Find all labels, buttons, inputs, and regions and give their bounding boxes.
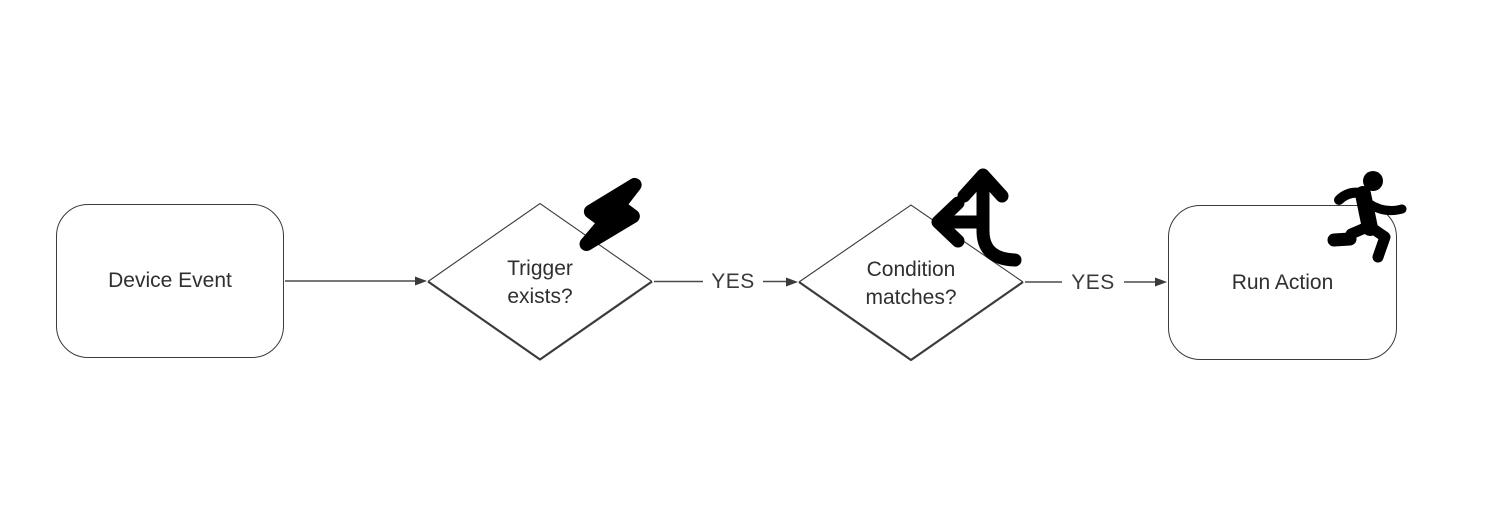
arrowhead-icon <box>786 277 798 287</box>
arrowhead-icon <box>1155 277 1167 287</box>
edge-label-yes-2: YES <box>1071 271 1115 294</box>
lightning-bolt-icon <box>579 177 642 252</box>
edge-device-event-to-trigger <box>285 276 427 286</box>
condition-matches-label: Condition matches? <box>865 258 957 309</box>
edge-label-yes-1: YES <box>711 270 755 293</box>
arrowhead-icon <box>415 276 427 286</box>
trigger-exists-label: Trigger exists? <box>507 257 573 308</box>
node-run-action: Run Action <box>1168 205 1397 360</box>
split-arrows-icon <box>931 168 1022 267</box>
node-device-event: Device Event <box>56 204 284 358</box>
device-event-label: Device Event <box>108 269 232 292</box>
run-action-label: Run Action <box>1231 270 1334 294</box>
